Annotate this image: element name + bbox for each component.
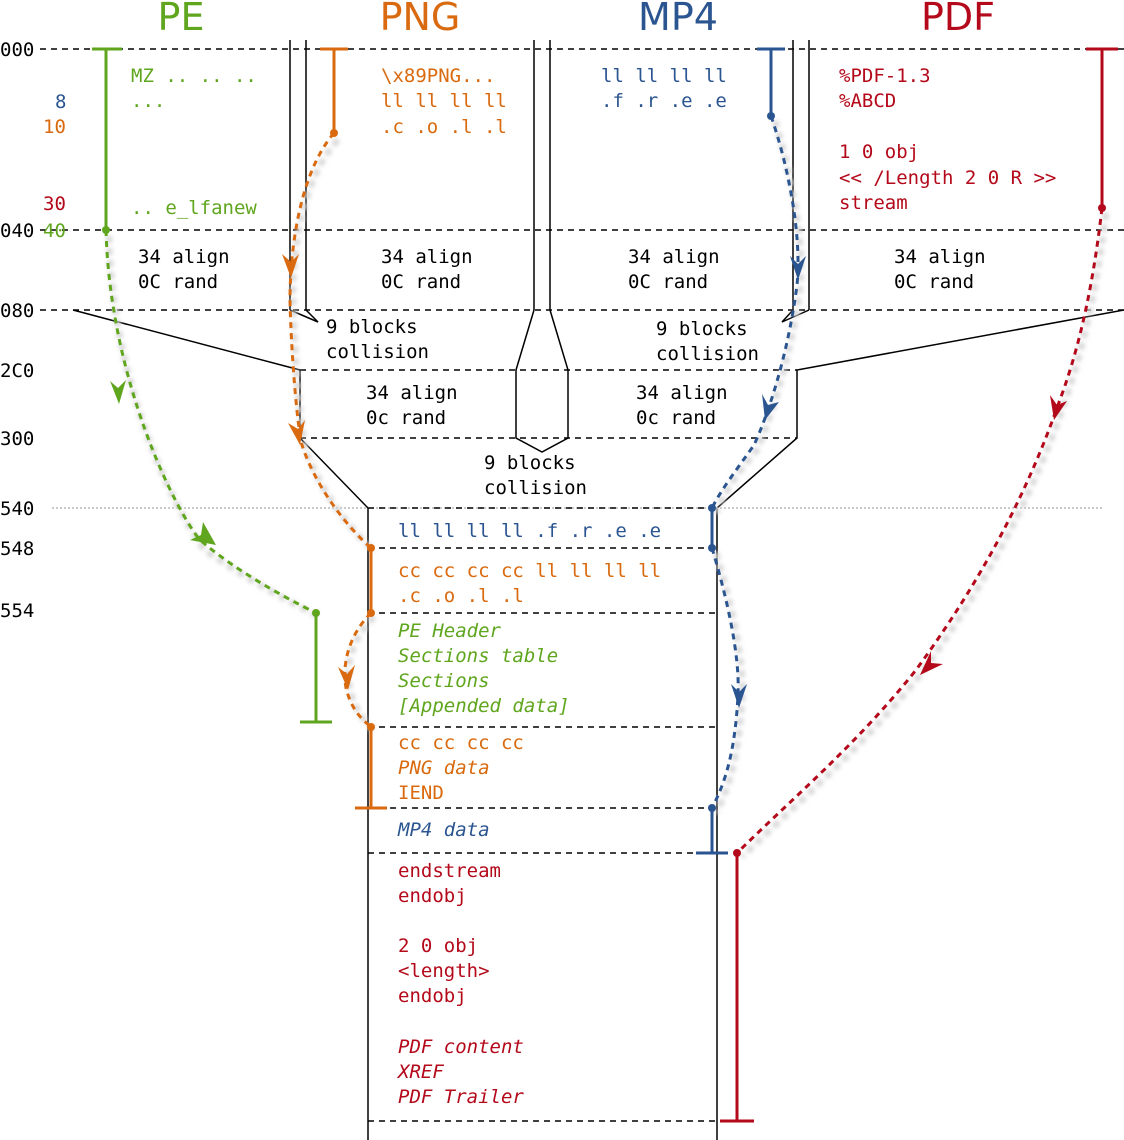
offset-8: 8 <box>55 91 66 113</box>
mp4-header: MP4 <box>638 0 718 39</box>
merged-pdf-content: PDF content <box>398 1036 524 1058</box>
boundary-lines <box>40 48 1124 1122</box>
png-arrow <box>288 47 387 810</box>
pdf-version: %PDF-1.3 <box>839 65 931 87</box>
pdf-stream: stream <box>839 192 908 214</box>
offset-300: 300 <box>0 428 34 450</box>
collision-right-2: collision <box>656 343 759 365</box>
pe-arrow <box>92 47 332 724</box>
merged-pdf-endobj2: endobj <box>398 985 467 1007</box>
mp4-free: .f .r .e .e <box>601 90 727 112</box>
offset-080: 080 <box>0 300 34 322</box>
pdf-dict: << /Length 2 0 R >> <box>839 167 1056 189</box>
offset-2c0: 2C0 <box>0 360 34 382</box>
merged-pdf-xref: XREF <box>396 1061 444 1083</box>
mp4-align: 34 align <box>628 246 720 268</box>
collision-final-2: collision <box>484 477 587 499</box>
png-chunk-type: .c .o .l .l <box>381 116 507 138</box>
pdf-arrow <box>720 47 1118 1123</box>
mp4-length: ll ll ll ll <box>601 65 727 87</box>
merged-pdf-length: <length> <box>398 960 490 982</box>
pe-lfanew: .. e_lfanew <box>131 197 257 219</box>
merged-mp4-line: ll ll ll ll .f .r .e .e <box>398 520 661 542</box>
pe-align: 34 align <box>138 246 230 268</box>
merged-png-line2: .c .o .l .l <box>398 585 524 607</box>
merged-pdf-endobj: endobj <box>398 885 467 907</box>
arrow-shadows <box>106 120 1109 860</box>
pdf-obj: 1 0 obj <box>839 141 919 163</box>
collision-right-1: 9 blocks <box>656 318 748 340</box>
mp4-arrow <box>696 47 800 855</box>
merged-pdf-endstream: endstream <box>398 860 501 882</box>
offset-labels: 000 8 10 30 040 40 080 2C0 300 540 548 5… <box>0 39 66 622</box>
merged-pe-appended: [Appended data] <box>398 695 570 717</box>
png-rand: 0C rand <box>381 271 461 293</box>
pe-arrow-heads <box>102 226 320 617</box>
pe-dots: ... <box>131 90 165 112</box>
merged-png-data: PNG data <box>398 757 490 779</box>
right-align-2: 34 align <box>636 382 728 404</box>
offset-000: 000 <box>0 39 34 61</box>
png-length: ll ll ll ll <box>381 90 507 112</box>
right-rand-2: 0c rand <box>636 407 716 429</box>
collision-left-2: collision <box>326 341 429 363</box>
merged-pe-sections-table: Sections table <box>398 645 558 667</box>
offset-40: 40 <box>43 220 66 242</box>
png-header: PNG <box>380 0 461 39</box>
pdf-header: PDF <box>921 0 995 39</box>
pdf-align: 34 align <box>894 246 986 268</box>
png-magic: \x89PNG... <box>381 65 495 87</box>
pdf-arrow-heads <box>733 204 1106 857</box>
collision-left-1: 9 blocks <box>326 316 418 338</box>
mp4-rand: 0C rand <box>628 271 708 293</box>
merged-png-line1: cc cc cc cc ll ll ll ll <box>398 560 661 582</box>
pdf-rand: 0C rand <box>894 271 974 293</box>
merged-png-iend: IEND <box>398 782 444 804</box>
offset-548: 548 <box>0 538 34 560</box>
merged-pdf-trailer: PDF Trailer <box>398 1086 524 1108</box>
merged-png-cc: cc cc cc cc <box>398 732 524 754</box>
collision-final-1: 9 blocks <box>484 452 576 474</box>
left-align-2: 34 align <box>366 382 458 404</box>
offset-10: 10 <box>43 116 66 138</box>
pe-mz: MZ .. .. .. <box>131 65 257 87</box>
offset-554: 554 <box>0 600 34 622</box>
pe-rand: 0C rand <box>138 271 218 293</box>
offset-540: 540 <box>0 498 34 520</box>
pe-header: PE <box>158 0 205 39</box>
pdf-comment: %ABCD <box>839 90 896 112</box>
merged-pdf-obj2: 2 0 obj <box>398 935 478 957</box>
offset-040: 040 <box>0 220 34 242</box>
offset-30: 30 <box>43 193 66 215</box>
png-arrow-heads <box>282 129 375 731</box>
png-align: 34 align <box>381 246 473 268</box>
merged-mp4-data: MP4 data <box>397 819 490 841</box>
mp4-arrow-heads <box>708 112 806 812</box>
left-rand-2: 0c rand <box>366 407 446 429</box>
merged-pe-sections: Sections <box>398 670 490 692</box>
merged-pe-header: PE Header <box>398 620 502 642</box>
